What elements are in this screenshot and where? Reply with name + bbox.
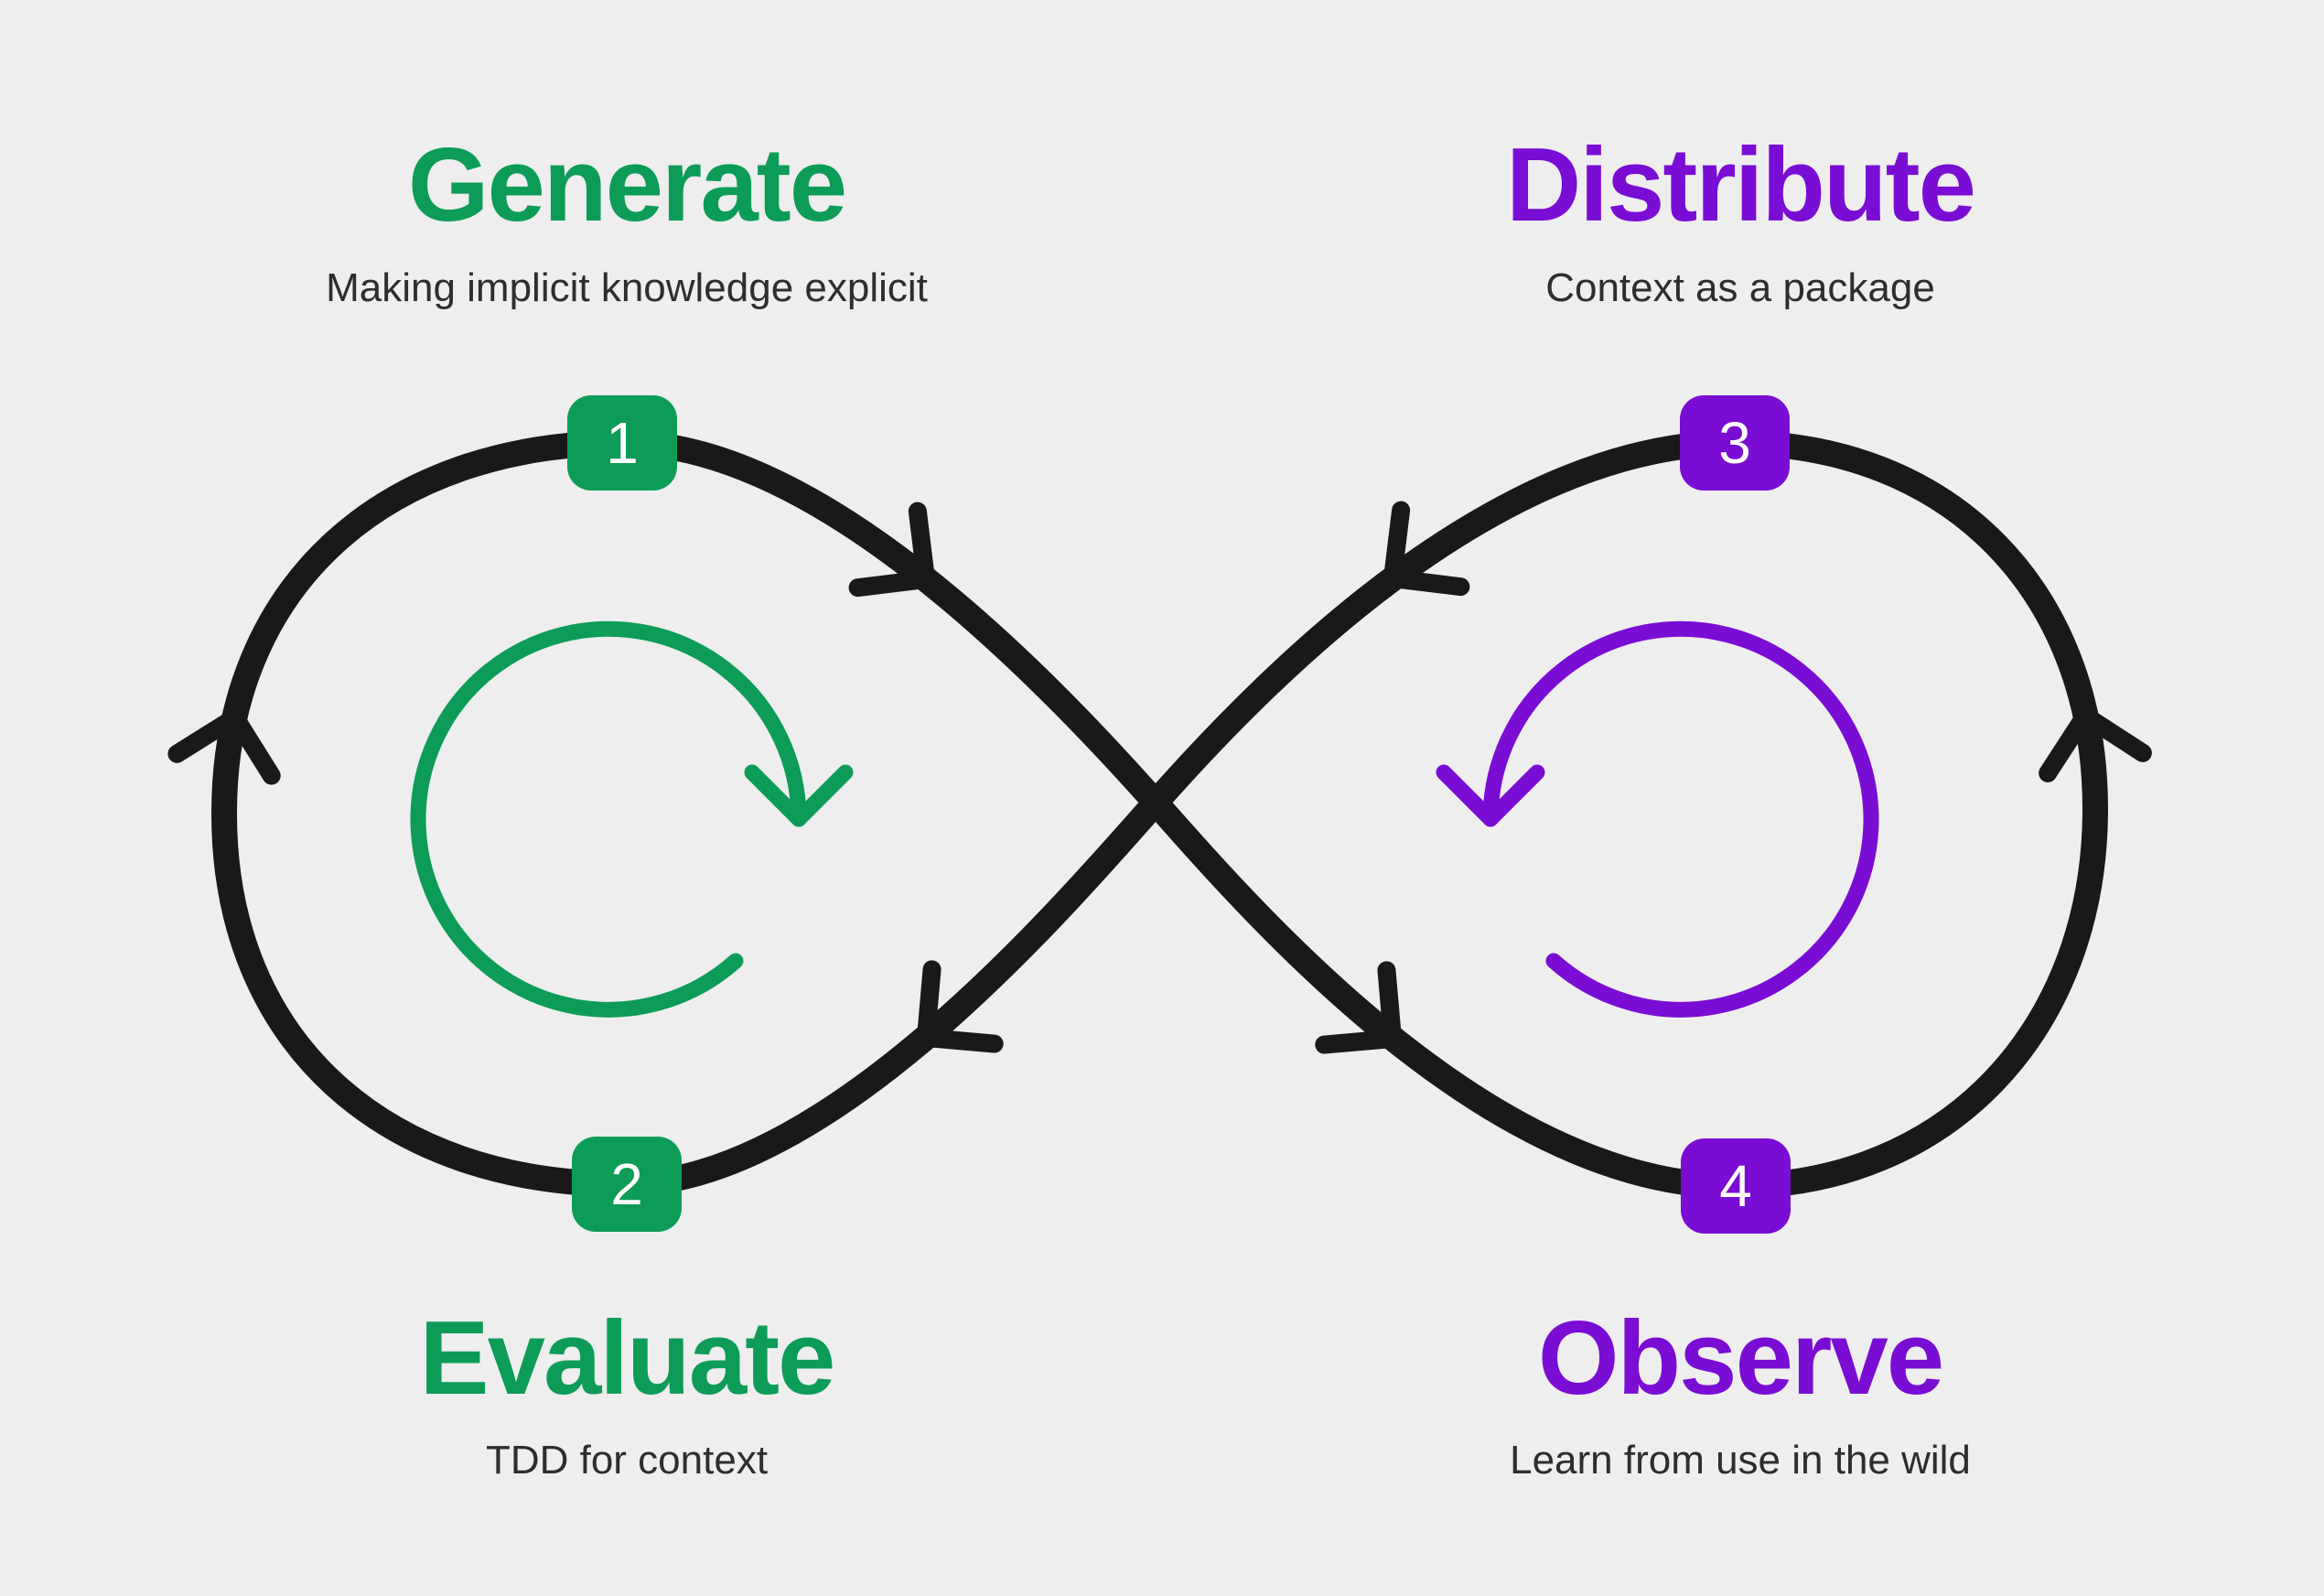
stage-title-evaluate: Evaluate <box>419 1300 836 1417</box>
stage-title-distribute: Distribute <box>1505 127 1976 243</box>
flow-arrowhead-icon-nw <box>848 501 935 598</box>
flow-arrowhead-icon-ne <box>1383 501 1470 597</box>
flow-arrowhead-icon-west <box>167 708 281 785</box>
stage-title-generate: Generate <box>407 127 847 243</box>
counterclockwise-cycle-arc <box>1482 620 1879 1018</box>
step-badge-2: 2 <box>572 1137 682 1232</box>
stage-subtitle-distribute: Context as a package <box>1545 265 1935 310</box>
flow-arrowhead-icon-sw <box>917 960 1004 1053</box>
step-badge-1: 1 <box>567 395 677 491</box>
infinity-loop-path <box>211 430 2108 1199</box>
step-badge-4: 4 <box>1681 1138 1791 1234</box>
flow-arrowhead-icon-east <box>2039 706 2152 782</box>
counterclockwise-cycle-icon <box>1436 620 1879 1018</box>
clockwise-cycle-icon <box>410 620 854 1018</box>
counterclockwise-cycle-arrowhead-icon <box>1436 764 1545 827</box>
stage-subtitle-generate: Making implicit knowledge explicit <box>326 265 928 310</box>
stage-subtitle-observe: Learn from use in the wild <box>1510 1438 1971 1483</box>
clockwise-cycle-arc <box>410 620 807 1018</box>
flow-arrowhead-icon-se <box>1315 961 1402 1054</box>
stage-title-observe: Observe <box>1537 1300 1944 1417</box>
clockwise-cycle-arrowhead-icon <box>744 764 854 827</box>
step-badge-3: 3 <box>1680 395 1790 491</box>
stage-subtitle-evaluate: TDD for context <box>485 1438 769 1483</box>
